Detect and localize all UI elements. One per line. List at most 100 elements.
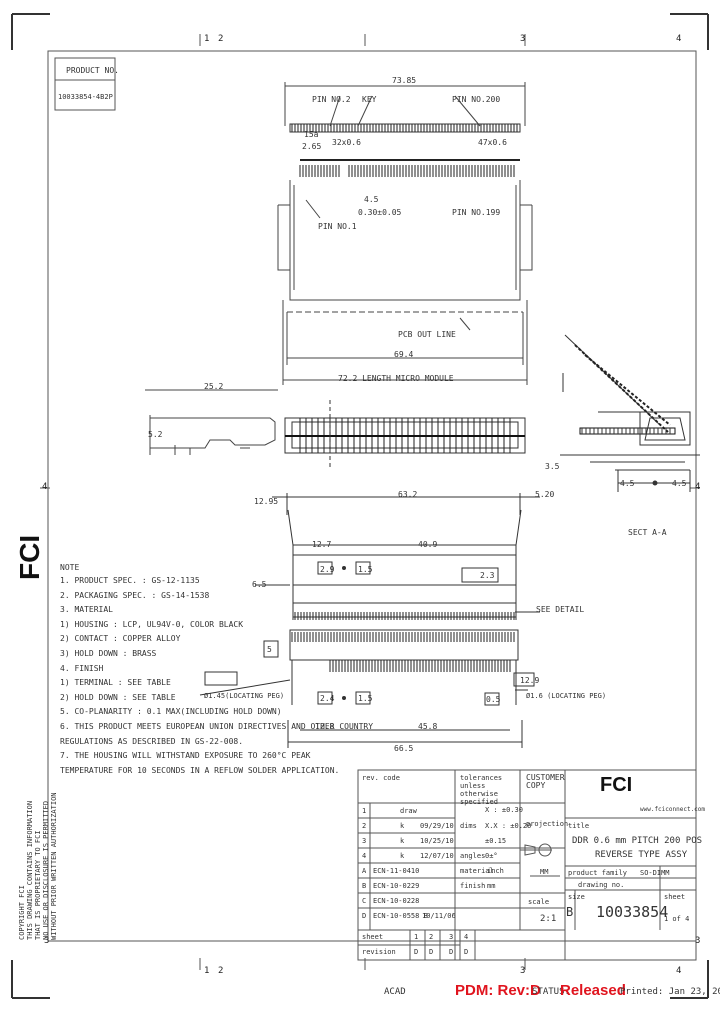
tb-drawing-no: 10033854 (596, 903, 669, 921)
tb-size: B (566, 905, 574, 919)
note-line: 3) HOLD DOWN : BRASS (60, 648, 157, 658)
tb-product-family: SO-DIMM (640, 869, 670, 877)
note-line: 2) CONTACT : COPPER ALLOY (60, 634, 181, 644)
side-logo-text: FCI (14, 534, 45, 580)
note-line: 1) TERMINAL : SEE TABLE (60, 678, 171, 688)
tb-customer-copy: CUSTOMER COPY (526, 773, 565, 790)
zone-top-3: 3 (520, 34, 526, 44)
note-line: 2) HOLD DOWN : SEE TABLE (60, 692, 176, 702)
product-no-value: 10033854-4B2P (58, 93, 113, 101)
zone-bottom-3: 3 (520, 966, 526, 976)
tb-ecn: ECN-10-0229 (373, 882, 420, 890)
datum-1-5: 1.5 (358, 565, 373, 574)
footer-pdm: PDM: Rev:D (455, 982, 541, 999)
footer-printed: Printed: Jan 23, 2013 (620, 987, 720, 997)
dim-12-7: 12.7 (312, 540, 332, 549)
label-sect-a-a: SECT A-A (628, 528, 667, 537)
section-view (560, 334, 700, 492)
note-line: 3. MATERIAL (60, 605, 113, 615)
tb-product-family-label: product family (568, 869, 628, 877)
tb-size-label: size (568, 893, 585, 901)
tb-sheet-num: 3 (449, 933, 454, 941)
tb-sheet: 1 of 4 (664, 915, 690, 923)
side-note-line: COPYRIGHT FCI (18, 885, 26, 940)
side-note-line: NO USE OR DISCLOSURE IS PERMITTED (42, 800, 50, 940)
label-locating-peg-right: Ø1.6 (LOCATING PEG) (526, 692, 607, 700)
note-line: 6. THIS PRODUCT MEETS EUROPEAN UNION DIR… (60, 721, 374, 731)
bottom-view (199, 493, 540, 748)
tb-tol-3: ±0.15 (485, 837, 507, 845)
tb-rev-num: D (414, 948, 419, 956)
zone-left-4: 4 (42, 482, 48, 492)
dim-12-95: 12.95 (254, 497, 279, 506)
tb-tolerance-header: tolerances unless otherwise specified (460, 774, 503, 806)
tb-sheet-row: sheet (362, 933, 384, 941)
dim-32x0-6: 32x0.6 (332, 138, 361, 147)
tb-rev-4: 4 (362, 852, 367, 860)
notes-title: NOTE (60, 563, 80, 572)
label-pin-no200: PIN NO.200 (452, 95, 501, 104)
zone-bottom-2: 2 (218, 966, 224, 976)
zone-top-4: 4 (676, 34, 682, 44)
dim-47x0-6: 47x0.6 (478, 138, 507, 147)
tb-sig-code: k (400, 837, 405, 845)
note-line: REGULATIONS AS DESCRIBED IN GS-22-008. (60, 736, 244, 746)
dim-4-5: 4.5 (364, 195, 379, 204)
front-view (284, 400, 526, 470)
tb-sheet-label: sheet (664, 893, 686, 901)
dim-69-4: 69.4 (394, 350, 414, 359)
tb-units: MM (540, 868, 549, 876)
datum-0-5: 0.5 (486, 695, 501, 704)
dim-pitch: 0.30±0.05 (358, 208, 402, 217)
tb-sheet-num: 1 (414, 933, 419, 941)
tb-tol-1: X : ±0.30 (485, 806, 523, 814)
tb-date: 10/11/06 (422, 912, 456, 920)
datum-2-9: 2.9 (320, 565, 335, 574)
datum-2-3: 2.3 (480, 571, 495, 580)
tb-rev-code: rev. code (362, 774, 400, 782)
tb-projection: projection (526, 820, 569, 828)
label-solder-detail: SEE DETAIL (536, 605, 585, 614)
label-pin-no2: PIN NO.2 (312, 95, 351, 104)
tb-ecn: ECN-10-0228 (373, 897, 420, 905)
datum-2-4: 2.4 (320, 694, 335, 703)
tb-scale: 2:1 (540, 914, 557, 924)
dim-5-20: 5.20 (535, 490, 555, 499)
tb-finish: finish (460, 882, 486, 890)
dim-63-2: 63.2 (398, 490, 418, 499)
dim-2-65: 2.65 (302, 142, 322, 151)
tb-sig-draw: draw (400, 807, 417, 815)
tb-sig-code: k (400, 852, 405, 860)
tb-angles: angles (460, 852, 486, 860)
tb-ecn-rev: A (362, 867, 367, 875)
tb-scale-label: scale (528, 898, 550, 906)
tb-tol-2: X.X : ±0.20 (485, 822, 532, 830)
side-fci-logo: FCI (14, 535, 46, 580)
side-note-line: WITHOUT PRIOR WRITTEN AUTHORIZATION (50, 792, 58, 940)
tb-rev-num: D (449, 948, 454, 956)
side-note-line: THIS DRAWING CONTAINS INFORMATION (26, 800, 34, 940)
tb-sig-code: k (400, 822, 405, 830)
note-line: 7. THE HOUSING WILL WITHSTAND EXPOSURE T… (60, 751, 311, 761)
zone-right-4: 4 (695, 482, 701, 492)
dim-5: 5 (267, 645, 272, 654)
tb-rev-2: 2 (362, 822, 367, 830)
tb-rev-3: 3 (362, 837, 367, 845)
dim-12-8: 12.8 (315, 722, 335, 731)
tb-ecn-rev: C (362, 897, 367, 905)
side-view (145, 389, 278, 455)
dim-15a: 15a (304, 130, 319, 139)
tb-tol-4: 0±° (485, 852, 498, 860)
label-pin-no199: PIN NO.199 (452, 208, 501, 217)
footer-status-label: STATUS: (532, 987, 570, 997)
tb-material: material (460, 867, 494, 875)
tb-rev-num: D (464, 948, 469, 956)
zone-left-3: 3 (44, 936, 50, 946)
dim-25-2: 25.2 (204, 382, 224, 391)
tb-rev-num: D (429, 948, 434, 956)
tb-website: www.fciconnect.com (640, 806, 706, 813)
tb-sheet-num: 4 (464, 933, 469, 941)
tb-inch: inch (487, 867, 504, 875)
